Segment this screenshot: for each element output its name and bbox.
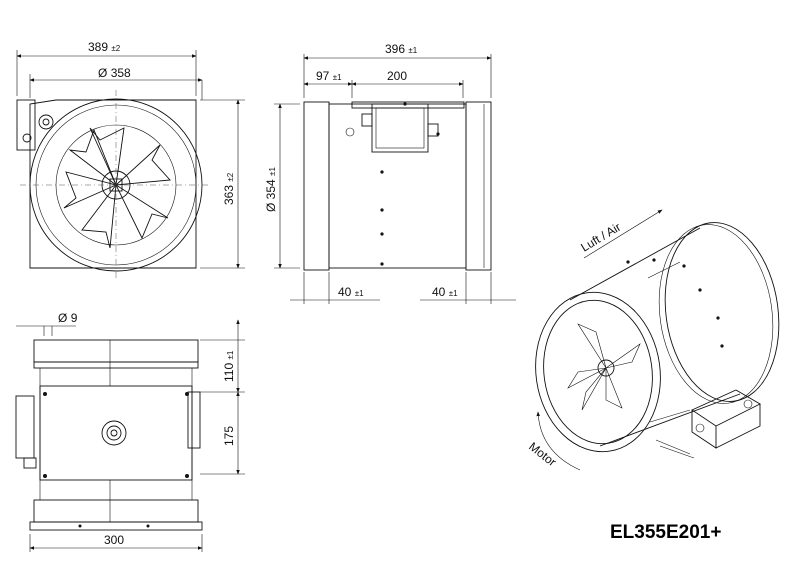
dim-top-hole: Ø 9 — [58, 311, 78, 325]
side-view: 396 ±1 97 ±1 200 Ø 354 ±1 40 ±1 40 ±1 — [264, 42, 516, 304]
dim-top-offset: 110 ±1 — [222, 350, 236, 382]
dim-side-length: 396 ±1 — [385, 42, 418, 56]
dim-side-box: 200 — [387, 69, 407, 83]
dim-side-right-flange: 40 ±1 — [432, 285, 458, 299]
model-number: EL355E201+ — [610, 522, 722, 543]
dim-side-offset: 97 ±1 — [316, 69, 342, 83]
isometric-view: Luft / Air Motor — [526, 209, 780, 471]
dim-side-left-flange: 40 ±1 — [338, 285, 364, 299]
motor-label: Motor — [526, 439, 559, 469]
dim-front-width: 389 ±2 — [88, 40, 121, 54]
impeller-icon — [63, 127, 171, 249]
dim-top-spacing: 175 — [222, 426, 236, 446]
front-fan-icon — [567, 323, 641, 411]
dim-front-height: 363 ±2 — [222, 172, 236, 205]
front-view: 389 ±2 Ø 358 363 ±2 — [16, 40, 245, 280]
airflow-label: Luft / Air — [578, 220, 623, 255]
dim-front-diameter: Ø 358 — [98, 66, 131, 80]
dim-top-width: 300 — [104, 533, 124, 547]
terminal-box-icon — [691, 389, 761, 449]
motor-hub-icon — [101, 420, 127, 446]
top-view: Ø 9 110 ±1 175 300 — [15, 311, 245, 552]
dim-side-diameter: Ø 354 ±1 — [264, 167, 278, 212]
